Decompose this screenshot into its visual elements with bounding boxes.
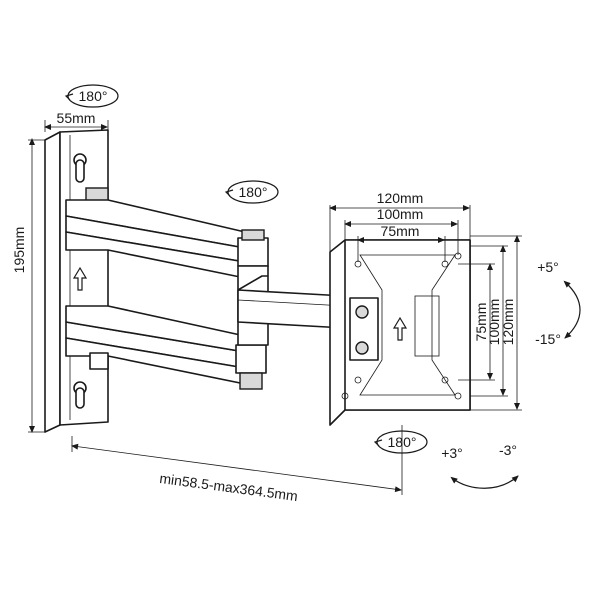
- arm-pivot-indicator: 180°: [224, 180, 279, 204]
- extension-range-label: min58.5-max364.5mm: [159, 470, 299, 504]
- vesa-plate: [329, 239, 471, 426]
- wall-plate-width-label: 55mm: [57, 110, 96, 126]
- upper-arm: [65, 187, 269, 279]
- wall-pivot-indicator: 180°: [64, 84, 119, 108]
- vesa-120-label: 120mm: [377, 190, 424, 206]
- lower-arm: [65, 305, 267, 390]
- vesa-75-label: 75mm: [381, 223, 420, 239]
- tilt-up-label: +5°: [537, 259, 559, 275]
- tilt-down-label: -15°: [535, 331, 561, 347]
- arm-pivot-label: 180°: [239, 184, 268, 200]
- wall-plate-height-label: 195mm: [11, 227, 27, 274]
- tilt-arc-icon: [563, 280, 581, 339]
- wall-pivot-label: 180°: [79, 88, 108, 104]
- vesa-v100-label: 100mm: [486, 299, 502, 346]
- keyhole-bottom: [73, 381, 87, 409]
- swivel-right-label: -3°: [499, 442, 517, 458]
- head-swivel-indicator: 180°: [373, 430, 428, 454]
- swivel-arc-icon: [450, 475, 519, 489]
- keyhole-top: [73, 153, 87, 183]
- extension-arm: [237, 265, 346, 346]
- vesa-100-label: 100mm: [377, 206, 424, 222]
- vesa-up-arrow-icon: [392, 316, 408, 341]
- vesa-v120-label: 120mm: [500, 299, 516, 346]
- swivel-left-label: +3°: [441, 445, 463, 461]
- up-arrow-icon: [72, 266, 88, 291]
- head-swivel-label: 180°: [388, 434, 417, 450]
- wall-plate: [44, 129, 109, 433]
- vesa-v75-label: 75mm: [473, 303, 489, 342]
